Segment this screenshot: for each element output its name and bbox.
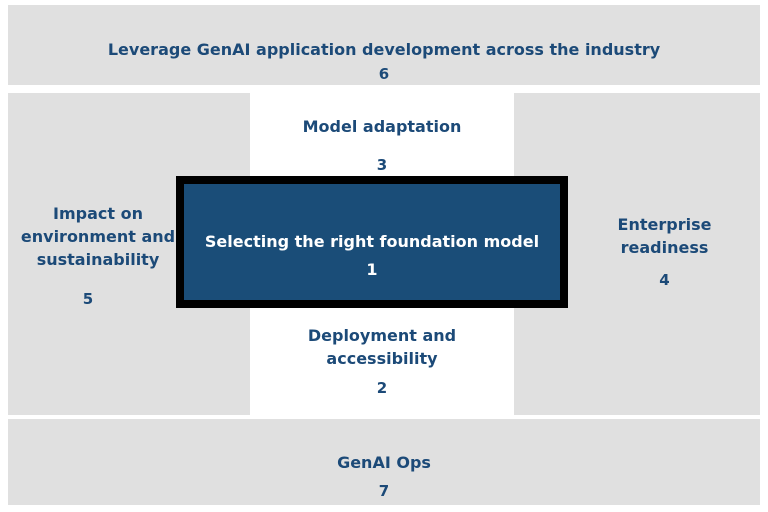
block-environment-sustainability-line-3: sustainability bbox=[36, 250, 160, 269]
block-foundation-model-selection: Selecting the right foundation model 1 bbox=[176, 176, 568, 308]
block-genai-ops-label: GenAI Ops bbox=[337, 453, 431, 472]
block-enterprise-readiness-label: Enterprise readiness bbox=[569, 213, 760, 259]
block-industry-genai-development-number: 6 bbox=[378, 65, 390, 83]
block-enterprise-readiness-line-2: readiness bbox=[620, 238, 709, 257]
block-deployment-accessibility-line-1: Deployment and bbox=[307, 326, 457, 345]
block-deployment-accessibility-label: Deployment and accessibility bbox=[250, 324, 514, 370]
block-environment-sustainability-label: Impact on environment and sustainability bbox=[8, 202, 188, 271]
block-enterprise-readiness-number: 4 bbox=[659, 271, 670, 289]
block-enterprise-readiness-line-1: Enterprise bbox=[617, 215, 712, 234]
block-foundation-model-selection-number: 1 bbox=[366, 260, 378, 279]
block-foundation-model-selection-label: Selecting the right foundation model bbox=[204, 232, 540, 251]
block-model-adaptation-label: Model adaptation bbox=[302, 117, 462, 136]
block-foundation-model-selection-inner: Selecting the right foundation model 1 bbox=[184, 184, 560, 300]
block-genai-ops: GenAI Ops 7 bbox=[8, 419, 760, 505]
block-industry-genai-development: Leverage GenAI application development a… bbox=[8, 5, 760, 85]
block-environment-sustainability-number: 5 bbox=[82, 290, 94, 308]
block-deployment-accessibility-line-2: accessibility bbox=[326, 349, 438, 368]
block-industry-genai-development-label: Leverage GenAI application development a… bbox=[107, 40, 661, 59]
block-environment-sustainability-line-2: environment and bbox=[20, 227, 176, 246]
block-deployment-accessibility-number: 2 bbox=[376, 379, 388, 397]
block-environment-sustainability-line-1: Impact on bbox=[53, 204, 143, 223]
block-genai-ops-number: 7 bbox=[378, 482, 390, 500]
block-model-adaptation-number: 3 bbox=[376, 156, 388, 174]
